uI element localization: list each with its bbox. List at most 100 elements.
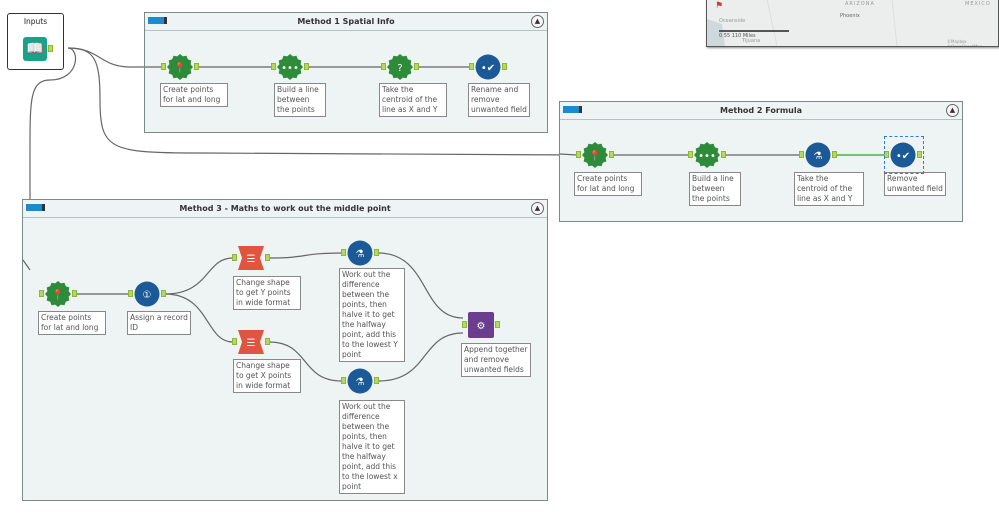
input-anchor[interactable] [381, 63, 386, 70]
spatial-info-icon[interactable]: ? [387, 54, 413, 80]
svg-text:📍: 📍 [52, 288, 64, 301]
output-anchor[interactable] [495, 321, 500, 328]
container-title: Method 2 Formula [719, 106, 803, 115]
create-points-icon[interactable]: 📍 [582, 142, 608, 168]
tool-annotation: Remove unwanted field [884, 172, 946, 196]
select-icon[interactable]: •✔ [475, 54, 501, 80]
input-anchor[interactable] [469, 63, 474, 70]
input-anchor[interactable] [271, 63, 276, 70]
tool-annotation: Build a line between the points [689, 172, 741, 206]
input-anchor[interactable] [341, 249, 346, 256]
svg-text:⚙: ⚙ [477, 321, 486, 332]
input-data-book-icon[interactable]: 📖 [23, 37, 47, 61]
tool-annotation: Take the centroid of the line as X and Y [379, 83, 447, 117]
formula-icon[interactable]: ⚗ [805, 142, 831, 168]
container-method-2[interactable]: Method 2 Formula ▲ [559, 101, 963, 222]
input-anchor[interactable] [232, 338, 237, 345]
tool-annotation: Change shape to get X points in wide for… [233, 359, 301, 393]
input-anchor[interactable] [462, 321, 467, 328]
svg-text:•••: ••• [281, 63, 299, 74]
svg-text:📍: 📍 [589, 149, 601, 162]
output-anchor[interactable] [917, 151, 922, 158]
dock-icon[interactable] [26, 204, 45, 211]
container-title: Method 1 Spatial Info [297, 17, 395, 26]
svg-text:☰: ☰ [247, 254, 256, 265]
selection-box [884, 136, 924, 174]
output-anchor[interactable] [161, 290, 166, 297]
output-anchor[interactable] [374, 249, 379, 256]
container-title: Method 3 - Maths to work out the middle … [179, 204, 391, 213]
map-label: Tijuana [742, 38, 761, 44]
output-anchor[interactable] [265, 254, 270, 261]
input-anchor[interactable] [576, 151, 581, 158]
output-anchor[interactable] [721, 151, 726, 158]
output-anchor[interactable] [304, 63, 309, 70]
flag-icon: ⚑ [715, 1, 724, 11]
formula-icon[interactable]: ⚗ [347, 240, 373, 266]
cross-tab-icon[interactable]: ☰ [238, 329, 264, 355]
tool-annotation: Take the centroid of the line as X and Y [794, 172, 864, 206]
output-anchor[interactable] [502, 63, 507, 70]
append-fields-icon[interactable]: ⚙ [468, 312, 494, 338]
map-preview[interactable]: ⚑ Oceanside ARIZONA MEXICO Phoenix Tijua… [706, 0, 999, 47]
scale-bar [719, 30, 789, 32]
input-anchor[interactable] [161, 63, 166, 70]
cross-tab-icon[interactable]: ☰ [238, 245, 264, 271]
map-label: Phoenix [840, 13, 860, 19]
svg-text:⚗: ⚗ [356, 249, 365, 260]
input-anchor[interactable] [688, 151, 693, 158]
svg-text:☰: ☰ [247, 338, 256, 349]
map-label: MEXICO [965, 1, 991, 7]
inputs-container[interactable]: Inputs 📖 [7, 13, 64, 70]
tool-annotation: Create points for lat and long [574, 172, 642, 196]
svg-text:⚗: ⚗ [356, 377, 365, 388]
output-anchor[interactable] [374, 377, 379, 384]
tool-annotation: Work out the difference between the poin… [339, 268, 405, 362]
create-points-icon[interactable]: 📍 [167, 54, 193, 80]
svg-text:•✔: •✔ [896, 151, 910, 162]
input-anchor[interactable] [341, 377, 346, 384]
svg-text:•✔: •✔ [481, 63, 495, 74]
poly-build-icon[interactable]: ••• [277, 54, 303, 80]
collapse-icon[interactable]: ▲ [531, 202, 544, 215]
input-anchor[interactable] [232, 254, 237, 261]
input-anchor[interactable] [39, 290, 44, 297]
svg-text:📍: 📍 [174, 61, 186, 74]
output-anchor[interactable] [414, 63, 419, 70]
tool-annotation: Change shape to get Y points in wide for… [233, 276, 301, 310]
tool-annotation: Append together and remove unwanted fiel… [461, 343, 531, 377]
tool-annotation: Rename and remove unwanted field [468, 83, 530, 117]
output-anchor[interactable] [265, 338, 270, 345]
svg-text:⚗: ⚗ [814, 151, 823, 162]
svg-text:①: ① [143, 290, 152, 301]
output-anchor[interactable] [832, 151, 837, 158]
select-icon[interactable]: •✔ [890, 142, 916, 168]
output-anchor[interactable] [72, 290, 77, 297]
inputs-title: Inputs [23, 17, 48, 26]
input-anchor[interactable] [128, 290, 133, 297]
dock-icon[interactable] [563, 106, 582, 113]
svg-text:•••: ••• [698, 151, 716, 162]
tool-annotation: Create points for lat and long [160, 83, 228, 107]
tool-annotation: Build a line between the points [274, 83, 326, 117]
input-anchor[interactable] [799, 151, 804, 158]
tool-annotation: Assign a record ID [127, 311, 191, 335]
output-anchor[interactable] [609, 151, 614, 158]
map-label: Oceanside [719, 18, 746, 24]
dock-icon[interactable] [148, 17, 167, 24]
output-anchor[interactable] [194, 63, 199, 70]
map-label: ARIZONA [845, 1, 875, 7]
collapse-icon[interactable]: ▲ [946, 104, 959, 117]
create-points-icon[interactable]: 📍 [45, 281, 71, 307]
record-id-icon[interactable]: ① [134, 281, 160, 307]
output-anchor[interactable] [48, 45, 53, 52]
collapse-icon[interactable]: ▲ [531, 15, 544, 28]
tool-annotation: Work out the difference between the poin… [339, 400, 405, 494]
poly-build-icon[interactable]: ••• [694, 142, 720, 168]
tool-annotation: Create points for lat and long [38, 311, 106, 335]
formula-icon[interactable]: ⚗ [347, 368, 373, 394]
map-attribution: ©Mapbox ©OpenStreetMap [947, 39, 983, 47]
scale-label: 0 55 110 Miles [719, 33, 756, 39]
svg-text:?: ? [397, 63, 402, 74]
map-background [707, 0, 898, 46]
